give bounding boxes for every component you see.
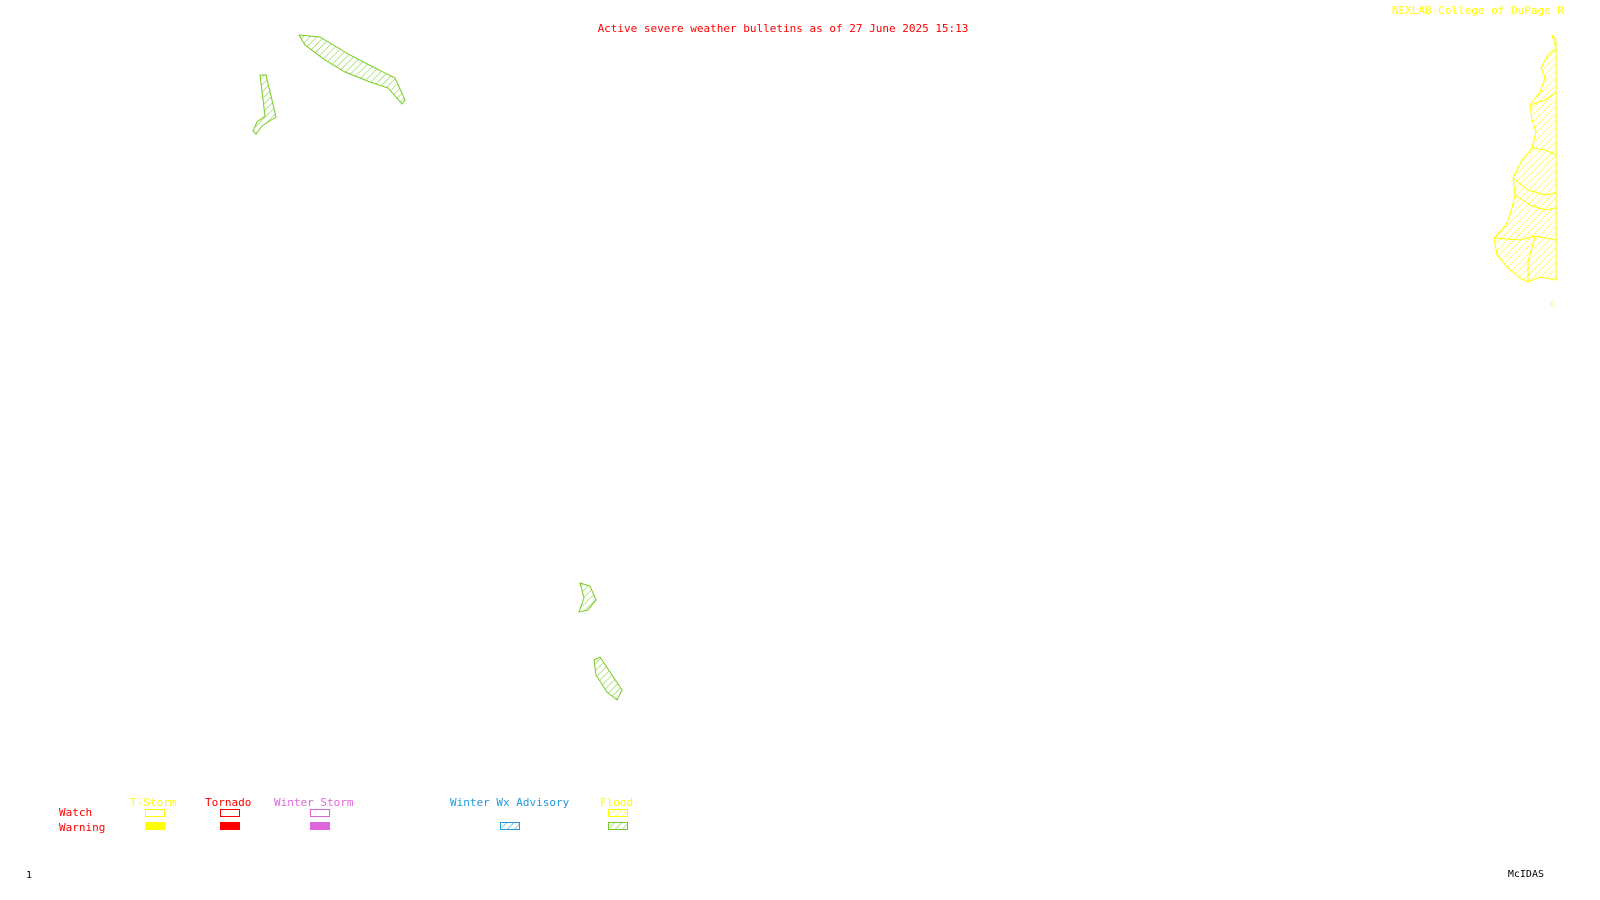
flood-warning-area (298, 34, 406, 105)
legend-label-tstorm: T-Storm (130, 796, 177, 809)
flood-warning-swatch (608, 822, 628, 830)
flood-warning-area (578, 582, 597, 613)
county-boundary (1529, 91, 1557, 106)
county-boundary (1531, 147, 1557, 156)
county-boundary (1551, 34, 1557, 41)
flood-watch-swatch (608, 809, 628, 817)
frame-number: 1 (26, 870, 33, 881)
county-boundary (1527, 235, 1536, 282)
map-title: Active severe weather bulletins as of 27… (597, 22, 969, 35)
county-boundary (1512, 177, 1557, 196)
tornado-watch-swatch (220, 809, 240, 817)
county-boundary (1493, 235, 1557, 241)
legend-row-warning: Warning (59, 821, 106, 834)
legend-label-flood: Flood (600, 796, 634, 809)
legend-label-winter-wx-advisory: Winter Wx Advisory (450, 796, 570, 809)
flood-warning-area (593, 656, 623, 701)
tstorm-watch-swatch (145, 809, 165, 817)
tornado-warning-swatch (220, 822, 240, 830)
legend-row-watch: Watch (59, 806, 93, 819)
winter-wx-advisory-swatch (500, 822, 520, 830)
flood-warning-area (252, 74, 277, 135)
legend-label-tornado: Tornado (205, 796, 252, 809)
legend-label-winter-storm: Winter Storm (274, 796, 354, 809)
tstorm-warning-swatch (145, 822, 165, 830)
flood-watch-area (1493, 34, 1557, 283)
map-marker: c (1550, 299, 1555, 308)
winter-storm-warning-swatch (310, 822, 330, 830)
source-credit: NEXLAB-College of DuPage R (1391, 4, 1564, 17)
winter-storm-watch-swatch (310, 809, 330, 817)
software-label: McIDAS (1507, 869, 1544, 880)
county-boundary (1514, 194, 1557, 211)
